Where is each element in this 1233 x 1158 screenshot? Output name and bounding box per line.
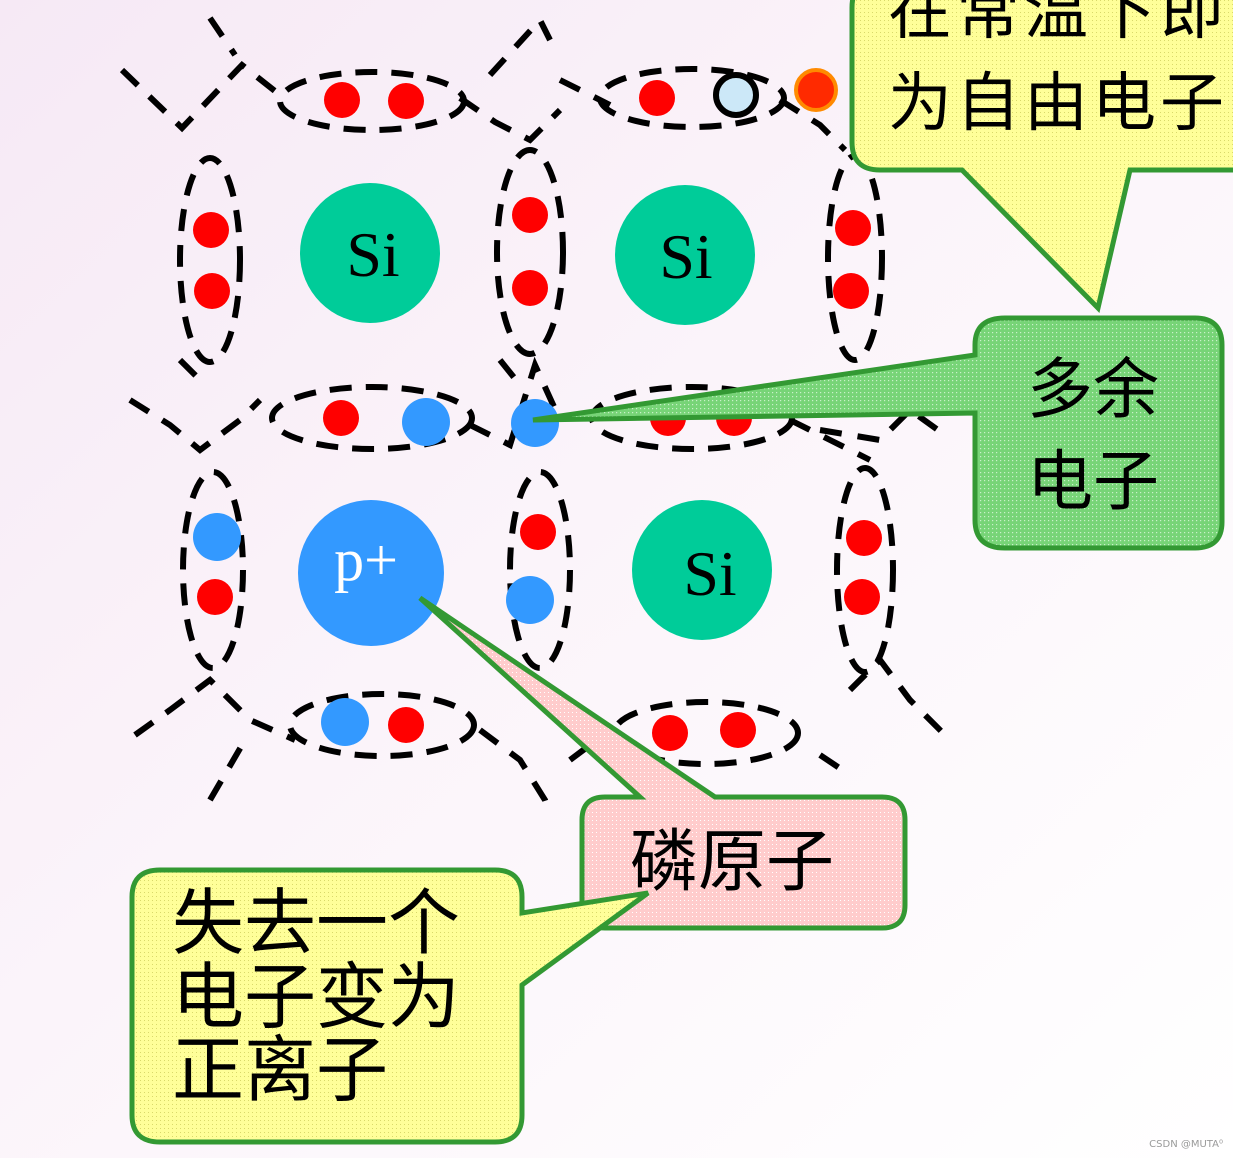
bond-vert-right-bot — [834, 465, 896, 675]
free-electron-hole — [713, 72, 759, 118]
bond-vert-left-bot — [180, 469, 246, 671]
si-atom-top-left: Si — [300, 183, 440, 323]
phosphorus-ion: p+ — [298, 500, 444, 646]
callout-free-electron-line2: 为自由电子 — [888, 67, 1228, 141]
bond-ellipses — [177, 66, 896, 767]
callout-positive-ion: 失去一个 电子变为 正离子 — [129, 867, 650, 1145]
bond-mid-left — [269, 384, 475, 452]
bond-vert-mid-top — [494, 147, 566, 357]
callout-extra-electron-line1: 多余 — [1027, 351, 1159, 428]
bond-bot-right — [611, 699, 801, 767]
si-atom-top-right: Si — [615, 185, 755, 325]
bond-vert-left-top — [177, 155, 243, 365]
callout-free-electron: 在常温下即 为自由电子 — [849, 0, 1233, 313]
phosphorus-electrons — [193, 398, 559, 746]
callout-positive-ion-line3: 正离子 — [172, 1028, 388, 1112]
watermark: CSDN @MUTA⁰ — [1149, 1139, 1223, 1150]
callout-extra-electron: 多余 电子 — [532, 315, 1225, 551]
bond-vert-mid-bot — [507, 469, 573, 671]
callout-free-electron-line1: 在常温下即 — [888, 0, 1228, 49]
bond-top-right — [597, 66, 787, 130]
si-label-top-right: Si — [659, 221, 712, 292]
bond-bot-left — [287, 691, 477, 759]
callout-positive-ion-line2: 电子变为 — [172, 955, 460, 1039]
p-ion-label: p+ — [334, 527, 398, 593]
callout-positive-ion-line1: 失去一个 — [172, 881, 460, 965]
free-electron — [794, 68, 838, 112]
atoms: Si Si p+ Si — [298, 183, 772, 646]
callout-phosphorus-atom-text: 磷原子 — [630, 823, 834, 902]
si-label-bottom-right: Si — [683, 538, 736, 609]
callout-phosphorus-atom: 磷原子 — [418, 595, 908, 931]
si-atom-bottom-right: Si — [632, 500, 772, 640]
si-label-top-left: Si — [346, 219, 399, 290]
callout-extra-electron-line2: 电子 — [1027, 443, 1159, 520]
